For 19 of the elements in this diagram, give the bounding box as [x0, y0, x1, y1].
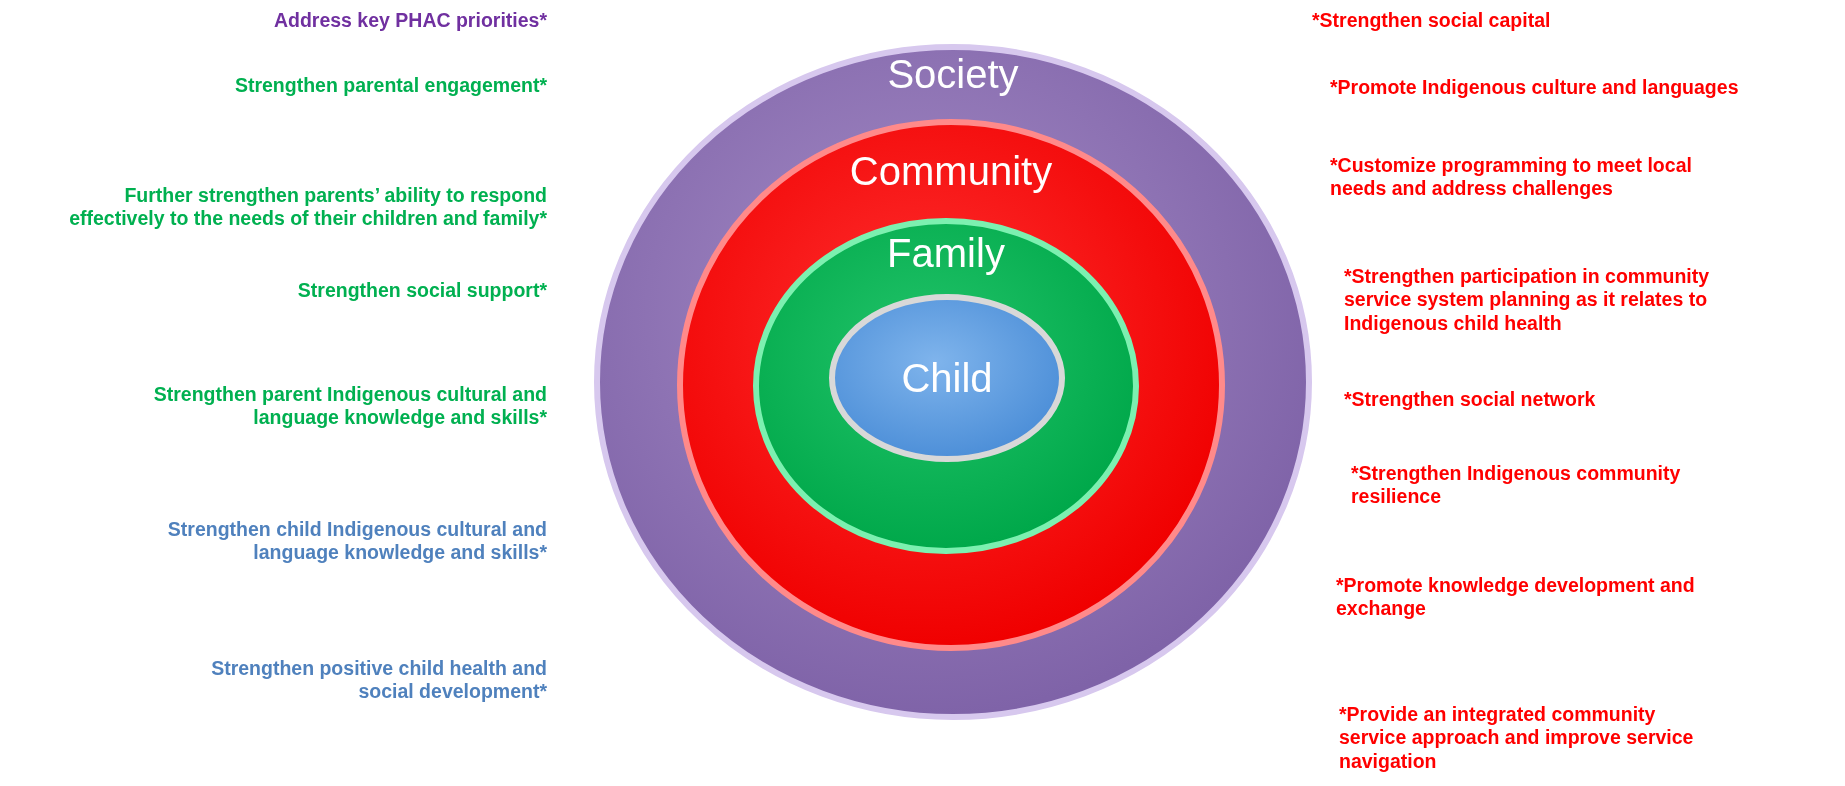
goal-text: Strengthen parental engagement*: [233, 74, 547, 98]
goal-text: Strengthen social support*: [296, 279, 547, 303]
goal-text: *Strengthen social capital: [1312, 9, 1552, 33]
ring-label: Family: [886, 230, 1006, 276]
goal-text: Strengthen positive child health and social development*: [210, 656, 547, 704]
goal-text: Further strengthen parents’ ability to respond effectively to the needs of their children and family*: [68, 183, 547, 231]
goal-text: Address key PHAC priorities*: [272, 9, 547, 33]
goal-text: *Strengthen participation in community service system planning as it relates to Indigenous child health: [1344, 264, 1711, 336]
goal-text: *Customize programming to meet local needs and address challenges: [1330, 153, 1693, 201]
goal-text: *Strengthen Indigenous community resilience: [1351, 461, 1682, 509]
goal-text: *Promote knowledge development and exchange: [1336, 573, 1696, 621]
ring-label: Child: [900, 355, 994, 401]
goal-text: *Promote Indigenous culture and languages: [1330, 76, 1740, 100]
goal-text: *Provide an integrated community service approach and improve service navigation: [1339, 702, 1695, 774]
goal-text: Strengthen child Indigenous cultural and language knowledge and skills*: [166, 517, 547, 565]
goal-text: Strengthen parent Indigenous cultural and language knowledge and skills*: [152, 382, 547, 430]
ring-label: Community: [848, 148, 1054, 194]
goal-text: *Strengthen social network: [1344, 388, 1597, 412]
ring-label: Society: [886, 51, 1020, 97]
